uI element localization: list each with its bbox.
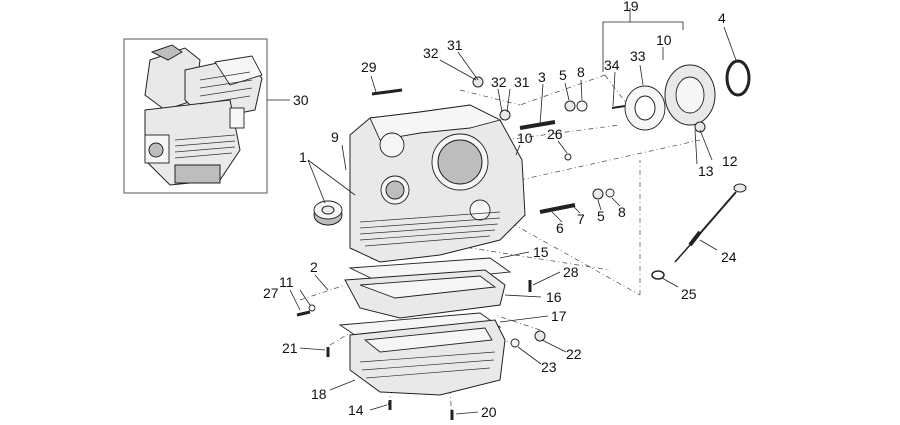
- callout-18: 18: [311, 386, 327, 402]
- callout-24: 24: [721, 249, 737, 265]
- leader-lines: [289, 8, 737, 415]
- oil-sump-upper: [344, 269, 506, 319]
- callout-1: 1: [299, 149, 307, 165]
- callout-17: 17: [551, 308, 567, 324]
- callout-14: 14: [348, 402, 364, 418]
- callout-20: 20: [481, 404, 497, 420]
- callout-31b: 31: [514, 74, 530, 90]
- callout-28: 28: [563, 264, 579, 280]
- callout-34: 34: [604, 57, 620, 73]
- callout-5a: 5: [559, 67, 567, 83]
- callout-10a: 10: [517, 130, 533, 146]
- callout-22: 22: [566, 346, 582, 362]
- callout-2: 2: [310, 259, 318, 275]
- callout-8b: 8: [618, 204, 626, 220]
- callout-9: 9: [331, 129, 339, 145]
- callout-21: 21: [282, 340, 298, 356]
- callout-26: 26: [547, 126, 563, 142]
- callout-10b: 10: [656, 32, 672, 48]
- callout-33: 33: [630, 48, 646, 64]
- callout-4: 4: [718, 10, 726, 26]
- crankcase: [349, 104, 526, 263]
- engine-inset-illustration: [144, 44, 263, 186]
- callout-25: 25: [681, 286, 697, 302]
- callout-8a: 8: [577, 64, 585, 80]
- callout-5b: 5: [597, 208, 605, 224]
- callout-30: 30: [293, 92, 309, 108]
- oil-seal: [725, 59, 751, 97]
- callout-11: 11: [279, 274, 294, 290]
- timing-cover: [664, 64, 716, 126]
- callout-19: 19: [623, 0, 639, 14]
- callout-13: 13: [698, 163, 714, 179]
- callout-6: 6: [556, 220, 564, 236]
- callout-32a: 32: [423, 45, 439, 61]
- callout-12: 12: [722, 153, 738, 169]
- callout-3: 3: [538, 69, 546, 85]
- bush-part: [313, 200, 343, 226]
- cover-gasket: [624, 85, 666, 131]
- callout-16: 16: [546, 289, 562, 305]
- studs-and-bolts: [296, 76, 706, 420]
- callout-27: 27: [263, 285, 279, 301]
- callout-23: 23: [541, 359, 557, 375]
- callout-29: 29: [361, 59, 377, 75]
- callout-15: 15: [533, 244, 549, 260]
- dipstick: [651, 183, 747, 280]
- callout-7: 7: [577, 211, 585, 227]
- callout-labels: 1 9 29 32 31 32 31 3 5 8 10 26 19 10 4 3…: [263, 0, 738, 420]
- oil-pan: [349, 319, 506, 396]
- callout-32b: 32: [491, 74, 507, 90]
- callout-31a: 31: [447, 37, 463, 53]
- engine-inset: 30: [123, 38, 309, 194]
